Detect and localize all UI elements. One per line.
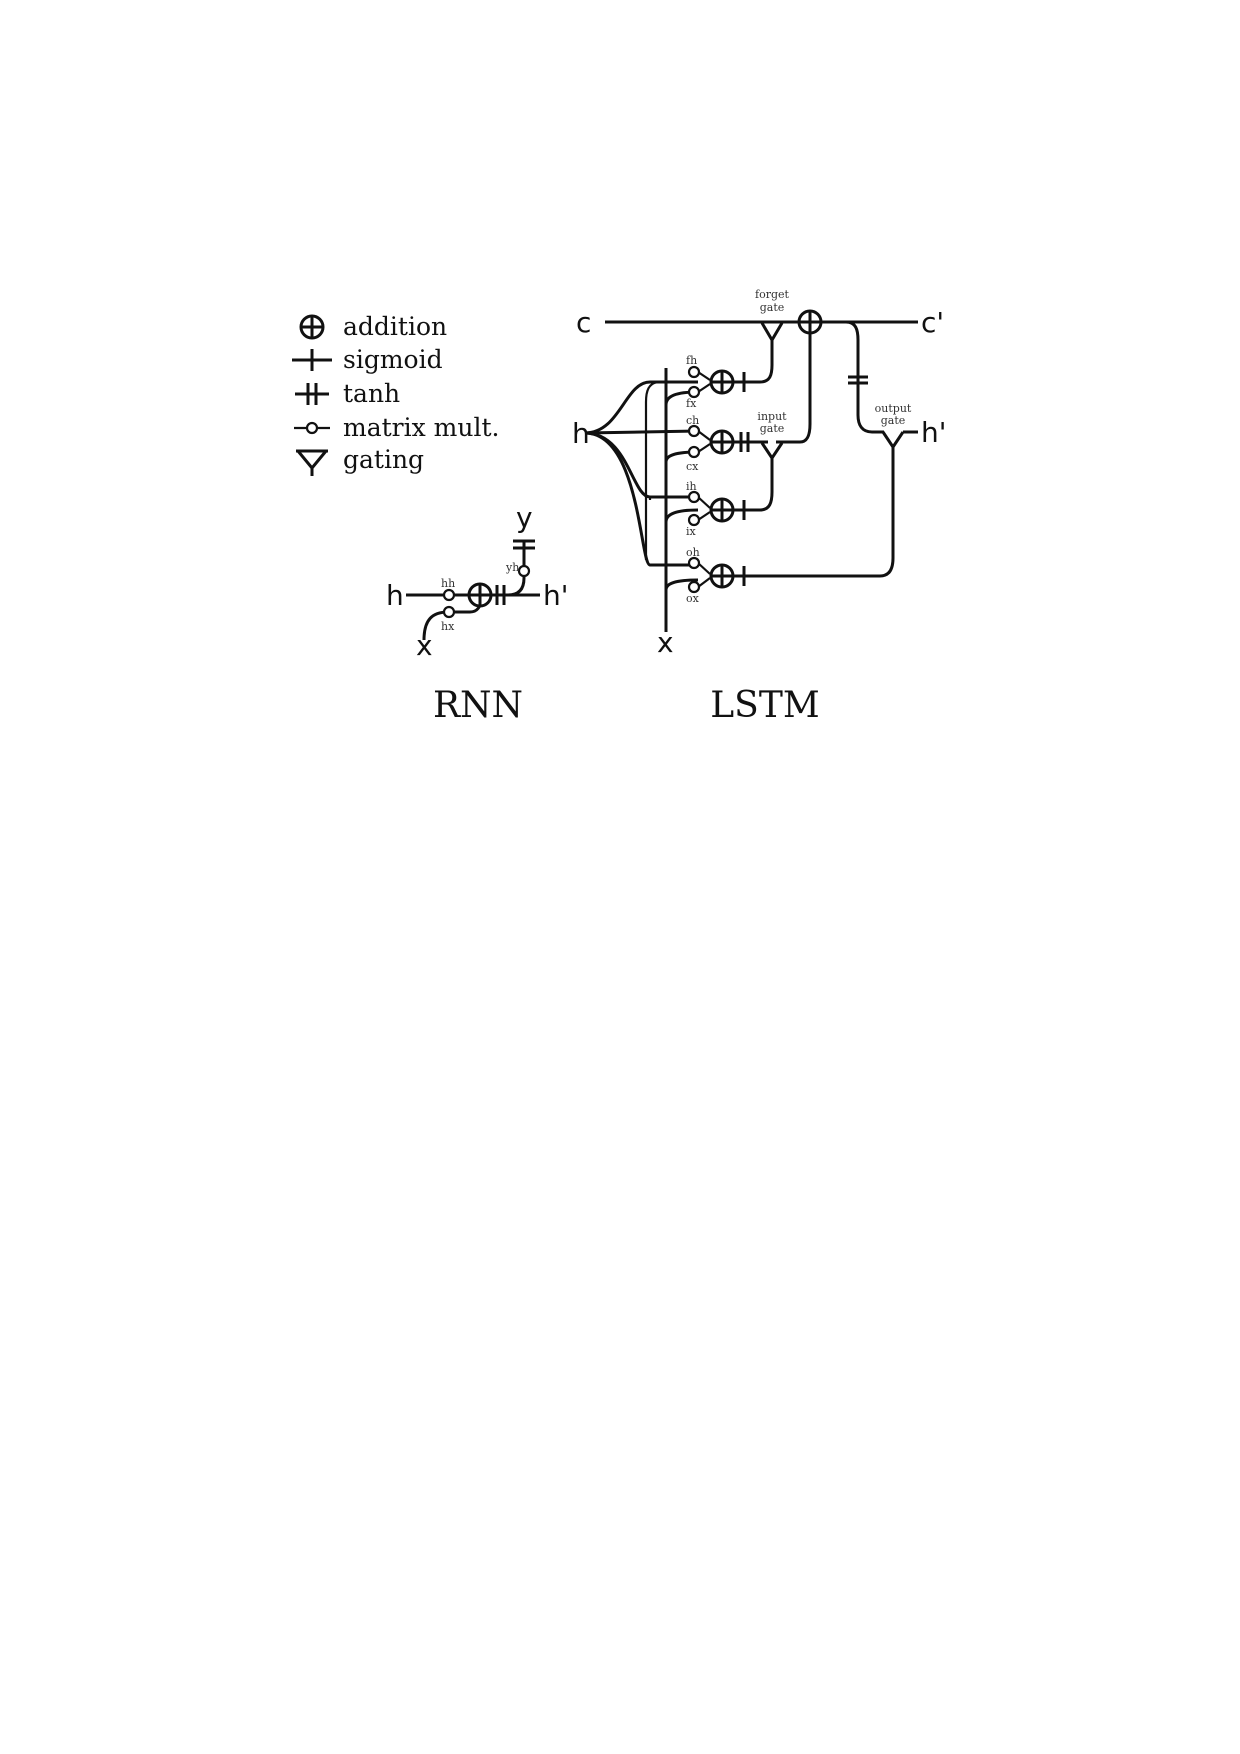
lstm-x-label: x bbox=[657, 626, 674, 659]
legend-addition-label: addition bbox=[343, 312, 447, 341]
rnn-hh-label: hh bbox=[441, 577, 455, 590]
lstm-oh-label: oh bbox=[686, 546, 700, 559]
lstm-input-adder-icon bbox=[709, 497, 735, 523]
rnn-hx-node bbox=[442, 605, 456, 619]
lstm-h-label: h bbox=[572, 417, 590, 450]
lstm-h-out-label: h' bbox=[921, 416, 946, 449]
rnn-y-label: y bbox=[516, 501, 533, 534]
tanh-icon bbox=[295, 383, 329, 405]
rnn-x-label: x bbox=[416, 629, 433, 662]
lstm-forget-adder-icon bbox=[709, 369, 735, 395]
rnn-hh-node bbox=[442, 588, 456, 602]
lstm-tanh-branch-wire bbox=[845, 320, 884, 434]
lstm-input-gate-wire bbox=[776, 334, 812, 444]
legend-gating-label: gating bbox=[343, 445, 424, 474]
rnn-addition-icon bbox=[467, 582, 493, 608]
lstm-output-gate-icon bbox=[881, 431, 905, 456]
lstm-input-out-wire bbox=[733, 458, 774, 512]
legend-matrix-mult-label: matrix mult. bbox=[343, 413, 499, 442]
rnn-h-out-label: h' bbox=[543, 579, 568, 612]
gating-icon bbox=[296, 449, 328, 476]
legend-tanh-label: tanh bbox=[343, 379, 400, 408]
lstm-forget-gate-icon bbox=[760, 322, 784, 346]
legend-sigmoid-label: sigmoid bbox=[343, 345, 443, 374]
lstm-cell-state-adder-icon bbox=[797, 309, 823, 335]
lstm-output-gate-label-1: output bbox=[875, 402, 912, 415]
legend: addition sigmoid tanh matrix mult. gatin… bbox=[292, 312, 499, 476]
lstm-cx-label: cx bbox=[686, 460, 699, 473]
lstm-input-gate-label-2: gate bbox=[760, 422, 785, 435]
addition-icon bbox=[299, 314, 325, 340]
lstm-input-gate-label-1: input bbox=[757, 410, 787, 423]
rnn-h-label: h bbox=[386, 579, 404, 612]
lstm-weight-wires bbox=[697, 371, 711, 588]
rnn-yh-node bbox=[517, 564, 531, 578]
lstm-cell-adder-icon bbox=[709, 429, 735, 455]
rnn-yh-label: yh bbox=[505, 561, 519, 574]
lstm-forget-out-wire bbox=[733, 345, 774, 384]
lstm-fx-label: fx bbox=[686, 397, 697, 410]
lstm-input-gate-icon bbox=[760, 442, 784, 461]
lstm-output-out-wire bbox=[733, 455, 895, 578]
lstm-fh-label: fh bbox=[686, 354, 697, 367]
lstm-ih-label: ih bbox=[686, 480, 697, 493]
lstm-ix-label: ix bbox=[686, 525, 697, 538]
lstm-output-gate-label-2: gate bbox=[881, 414, 906, 427]
lstm-title: LSTM bbox=[710, 685, 819, 726]
lstm-ch-label: ch bbox=[686, 414, 699, 427]
rnn-hx-label: hx bbox=[441, 620, 455, 633]
lstm-ox-label: ox bbox=[686, 592, 700, 605]
lstm-matrix-nodes bbox=[687, 365, 701, 594]
rnn-y-tanh-icon bbox=[513, 539, 535, 550]
rnn-diagram: h h' x y hh hx yh RNN bbox=[386, 501, 568, 726]
lstm-cell-output-tanh-icon bbox=[848, 375, 868, 385]
sigmoid-icon bbox=[292, 349, 332, 371]
matrix-mult-icon bbox=[294, 421, 330, 435]
lstm-diagram: c c' h h' x forget gate input gate outpu… bbox=[572, 288, 946, 726]
rnn-title: RNN bbox=[433, 685, 523, 726]
lstm-c-label: c bbox=[576, 306, 591, 339]
lstm-h-fanout bbox=[584, 380, 699, 567]
lstm-forget-gate-label-1: forget bbox=[755, 288, 790, 301]
rnn-tanh-icon bbox=[495, 585, 506, 605]
lstm-output-adder-icon bbox=[709, 563, 735, 589]
lstm-cell-tanh-icon bbox=[739, 432, 750, 452]
rnn-y-wire bbox=[507, 540, 526, 597]
lstm-forget-gate-label-2: gate bbox=[760, 301, 785, 314]
lstm-c-out-label: c' bbox=[921, 306, 944, 339]
